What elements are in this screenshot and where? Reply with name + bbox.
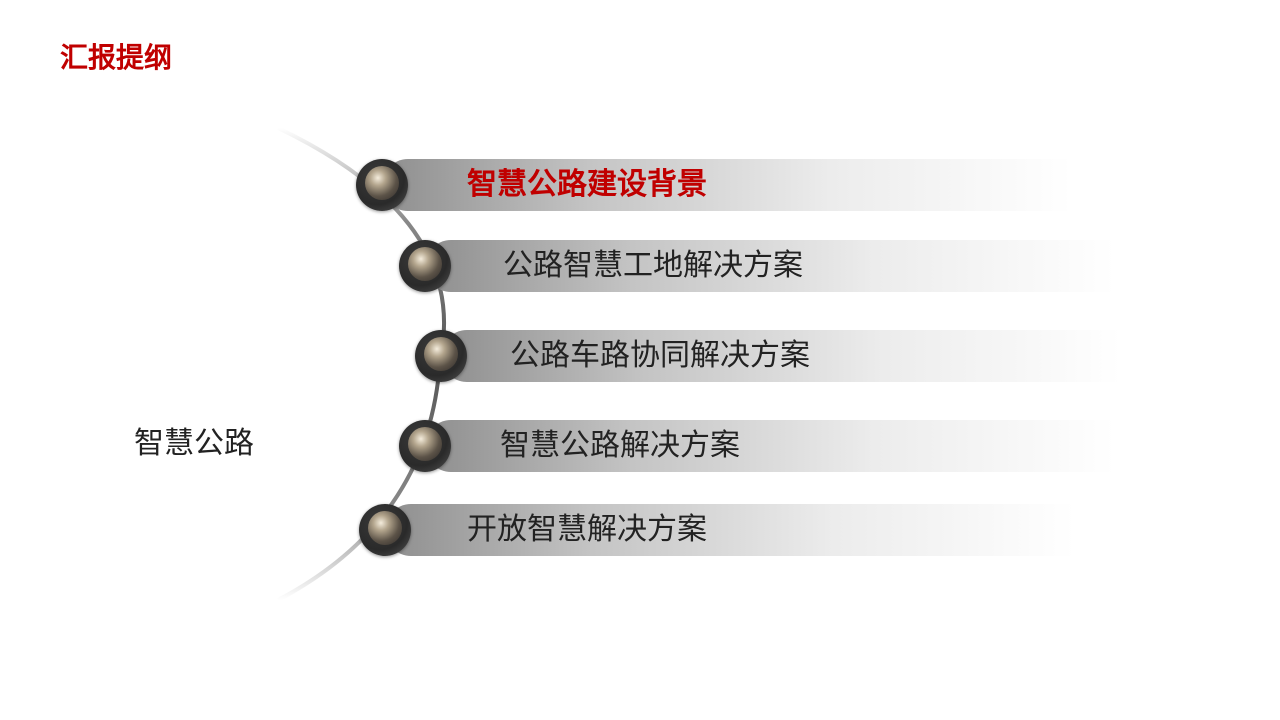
item-bar xyxy=(385,504,1075,556)
page-title: 汇报提纲 xyxy=(60,41,173,74)
item-bar xyxy=(425,420,1115,472)
bullet-ball-icon xyxy=(399,240,451,292)
bullet-ball-icon xyxy=(415,330,467,382)
bullet-ball-icon xyxy=(399,420,451,472)
agenda-item-label: 开放智慧解决方案 xyxy=(467,512,707,547)
item-bar xyxy=(441,330,1121,382)
item-bar xyxy=(425,240,1115,292)
item-bar xyxy=(382,159,1072,211)
agenda-item-label: 智慧公路建设背景 xyxy=(467,167,707,202)
agenda-item-label: 智慧公路解决方案 xyxy=(500,428,740,463)
agenda-item-label: 公路车路协同解决方案 xyxy=(510,338,810,373)
bullet-ball-icon xyxy=(359,504,411,556)
bullet-ball-icon xyxy=(356,159,408,211)
agenda-item-label: 公路智慧工地解决方案 xyxy=(503,248,803,283)
center-topic-label: 智慧公路 xyxy=(134,426,254,461)
